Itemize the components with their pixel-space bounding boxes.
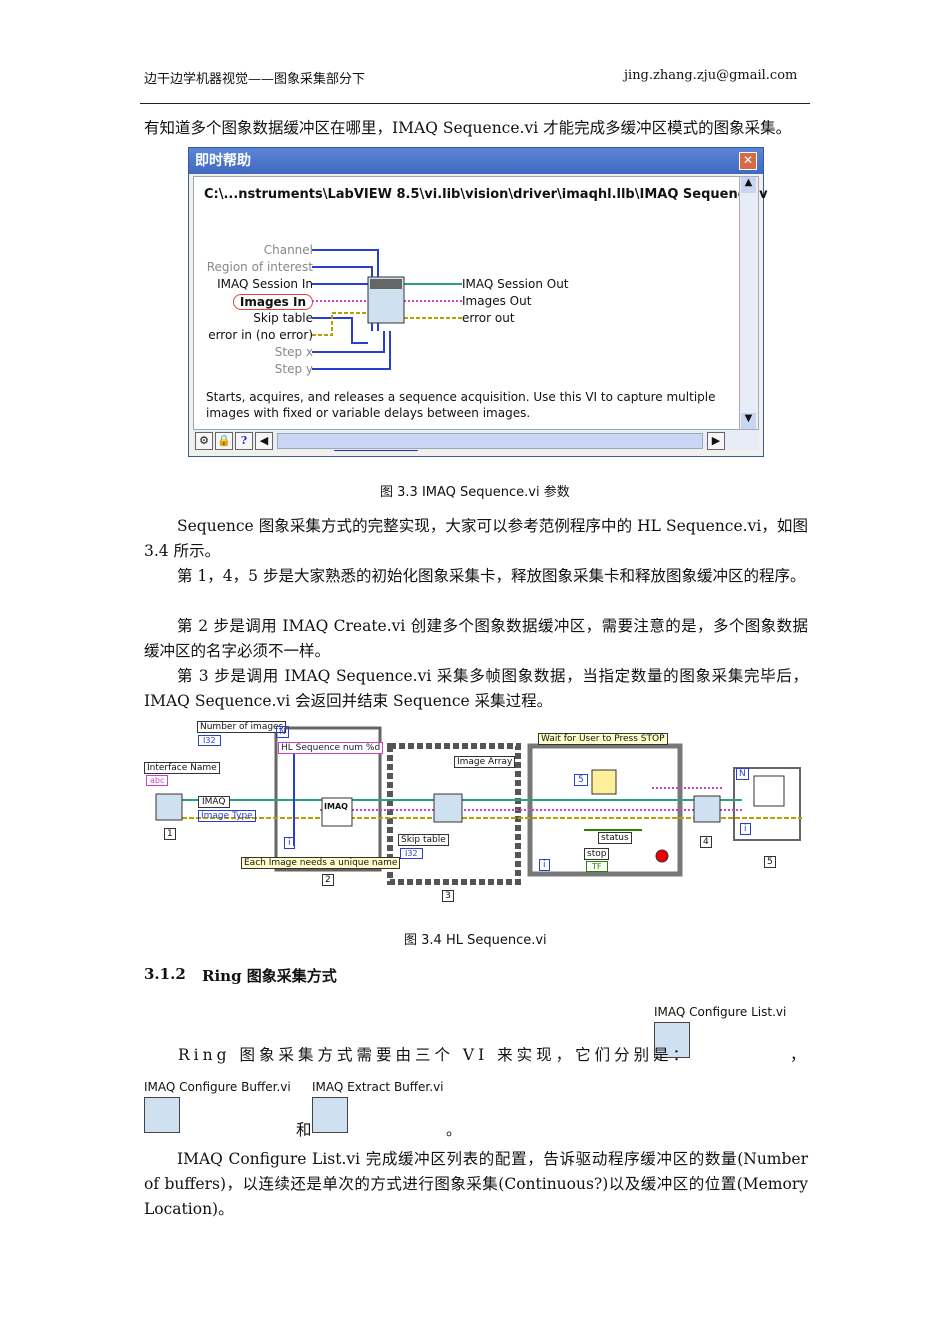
ring-comma: ， xyxy=(790,1046,806,1064)
paragraph-5: IMAQ Configure List.vi 完成缓冲区列表的配置，告诉驱动程序… xyxy=(144,1150,808,1218)
dispose-icon xyxy=(753,775,785,807)
configure-buffer-icon xyxy=(144,1097,180,1133)
help-toolbar: ⚙ 🔒 ? ◀ ▶ xyxy=(193,430,759,450)
horizontal-scrollbar[interactable] xyxy=(277,433,703,449)
configure-list-icon xyxy=(654,1022,690,1058)
i32-constant: I32 xyxy=(198,735,221,746)
scroll-right-icon[interactable]: ▶ xyxy=(707,432,725,450)
header-divider xyxy=(140,103,810,104)
interface-name-label: Interface Name xyxy=(144,762,220,774)
help-icon[interactable]: ? xyxy=(235,432,253,450)
stop-label: stop xyxy=(584,848,610,860)
close-icon[interactable]: ✕ xyxy=(739,152,757,170)
step-4-label: 4 xyxy=(700,836,712,848)
input-error-in: error in (no error) xyxy=(208,328,313,342)
format-string-constant: HL Sequence num %d xyxy=(278,742,384,754)
step-3-label: 3 xyxy=(442,890,454,902)
num-images-label: Number of images xyxy=(197,721,287,733)
wait-ms-icon xyxy=(591,769,617,795)
input-session-in: IMAQ Session In xyxy=(217,277,313,291)
imaq-sequence-icon xyxy=(433,793,463,823)
input-images-in: Images In xyxy=(232,294,313,310)
step-5-label: 5 xyxy=(764,856,776,868)
output-session-out: IMAQ Session Out xyxy=(462,277,569,291)
i-terminal-while: i xyxy=(539,859,550,871)
vertical-scrollbar[interactable]: ▲ ▼ xyxy=(739,176,759,430)
help-path: C:\...nstruments\LabVIEW 8.5\vi.lib\visi… xyxy=(204,187,768,202)
unique-name-comment: Each Image needs a unique name xyxy=(241,857,401,869)
input-step-x: Step x xyxy=(274,345,313,359)
output-error-out: error out xyxy=(462,311,515,325)
ring-intro: Ring 图象采集方式需要由三个 VI 来实现，它们分别是： xyxy=(178,1046,693,1064)
intro-text: 有知道多个图象数据缓冲区在哪里，IMAQ Sequence.vi 才能完成多缓冲… xyxy=(144,119,792,137)
ring-period: 。 xyxy=(446,1121,462,1139)
help-content: C:\...nstruments\LabVIEW 8.5\vi.lib\visi… xyxy=(193,176,768,453)
imaq-cluster: IMAQ xyxy=(198,796,230,808)
image-array-label: Image Array xyxy=(454,756,516,768)
status-label: status xyxy=(598,832,632,844)
section-number: 3.1.2 xyxy=(144,965,186,983)
input-step-y: Step y xyxy=(274,362,313,376)
output-images-out: Images Out xyxy=(462,294,532,308)
tf-constant: TF xyxy=(586,861,608,872)
section-title: Ring 图象采集方式 xyxy=(202,967,337,985)
header-right: jing.zhang.zju@gmail.com xyxy=(624,68,798,83)
imaq-close-icon xyxy=(693,795,721,823)
vi1-label: IMAQ Configure List.vi xyxy=(654,1005,787,1019)
n-terminal-5: N xyxy=(736,768,749,780)
paragraph-4: 第 3 步是调用 IMAQ Sequence.vi 采集多帧图象数据，当指定数量… xyxy=(144,667,808,710)
stop-button-icon xyxy=(655,849,669,863)
n-terminal-1: N xyxy=(276,726,289,738)
input-channel: Channel xyxy=(263,243,313,257)
lock-icon[interactable]: ⚙ xyxy=(195,432,213,450)
imaq-init-icon xyxy=(155,793,183,821)
figure-3-3-caption: 图 3.3 IMAQ Sequence.vi 参数 xyxy=(380,485,570,500)
connector-wires xyxy=(312,249,462,370)
help-title: 即时帮助 xyxy=(189,148,763,174)
wait-stop-comment: Wait for User to Press STOP xyxy=(538,733,668,745)
scroll-left-icon[interactable]: ◀ xyxy=(255,432,273,450)
step-1-label: 1 xyxy=(164,828,176,840)
paragraph-2: 第 1，4，5 步是大家熟悉的初始化图象采集卡，释放图象采集卡和释放图象缓冲区的… xyxy=(177,567,806,585)
scroll-up-icon[interactable]: ▲ xyxy=(741,177,756,193)
abc-constant: abc xyxy=(146,775,169,786)
imaq-create-icon xyxy=(321,797,353,827)
skip-table-label: Skip table xyxy=(398,834,449,846)
i-terminal-1: i xyxy=(284,837,295,849)
figure-3-4-caption: 图 3.4 HL Sequence.vi xyxy=(404,933,547,948)
image-type-label: Image Type xyxy=(198,810,256,822)
i-terminal-5: i xyxy=(740,823,751,835)
context-help-window: 即时帮助 ✕ C:\...nstruments\LabVIEW 8.5\vi.l… xyxy=(188,147,768,457)
imaq-text: IMAQ xyxy=(324,802,348,811)
five-constant: 5 xyxy=(574,774,588,786)
step-2-label: 2 xyxy=(322,874,334,886)
vi3-label: IMAQ Extract Buffer.vi xyxy=(312,1080,444,1094)
skip-i32: I32 xyxy=(400,848,423,859)
ring-and: 和 xyxy=(296,1121,312,1139)
header-left: 边干边学机器视觉——图象采集部分下 xyxy=(144,72,366,87)
vi2-label: IMAQ Configure Buffer.vi xyxy=(144,1080,291,1094)
paragraph-3: 第 2 步是调用 IMAQ Create.vi 创建多个图象数据缓冲区，需要注意… xyxy=(144,617,808,660)
paragraph-1: Sequence 图象采集方式的完整实现，大家可以参考范例程序中的 HL Seq… xyxy=(144,517,808,560)
hl-sequence-diagram: Number of images I32 HL Sequence num %d … xyxy=(142,718,810,908)
padlock-icon[interactable]: 🔒 xyxy=(215,432,233,450)
extract-buffer-icon xyxy=(312,1097,348,1133)
help-description: Starts, acquires, and releases a sequenc… xyxy=(206,390,716,420)
scroll-down-icon[interactable]: ▼ xyxy=(741,413,756,429)
input-skip-table: Skip table xyxy=(253,311,313,325)
input-roi: Region of interest xyxy=(206,260,313,274)
